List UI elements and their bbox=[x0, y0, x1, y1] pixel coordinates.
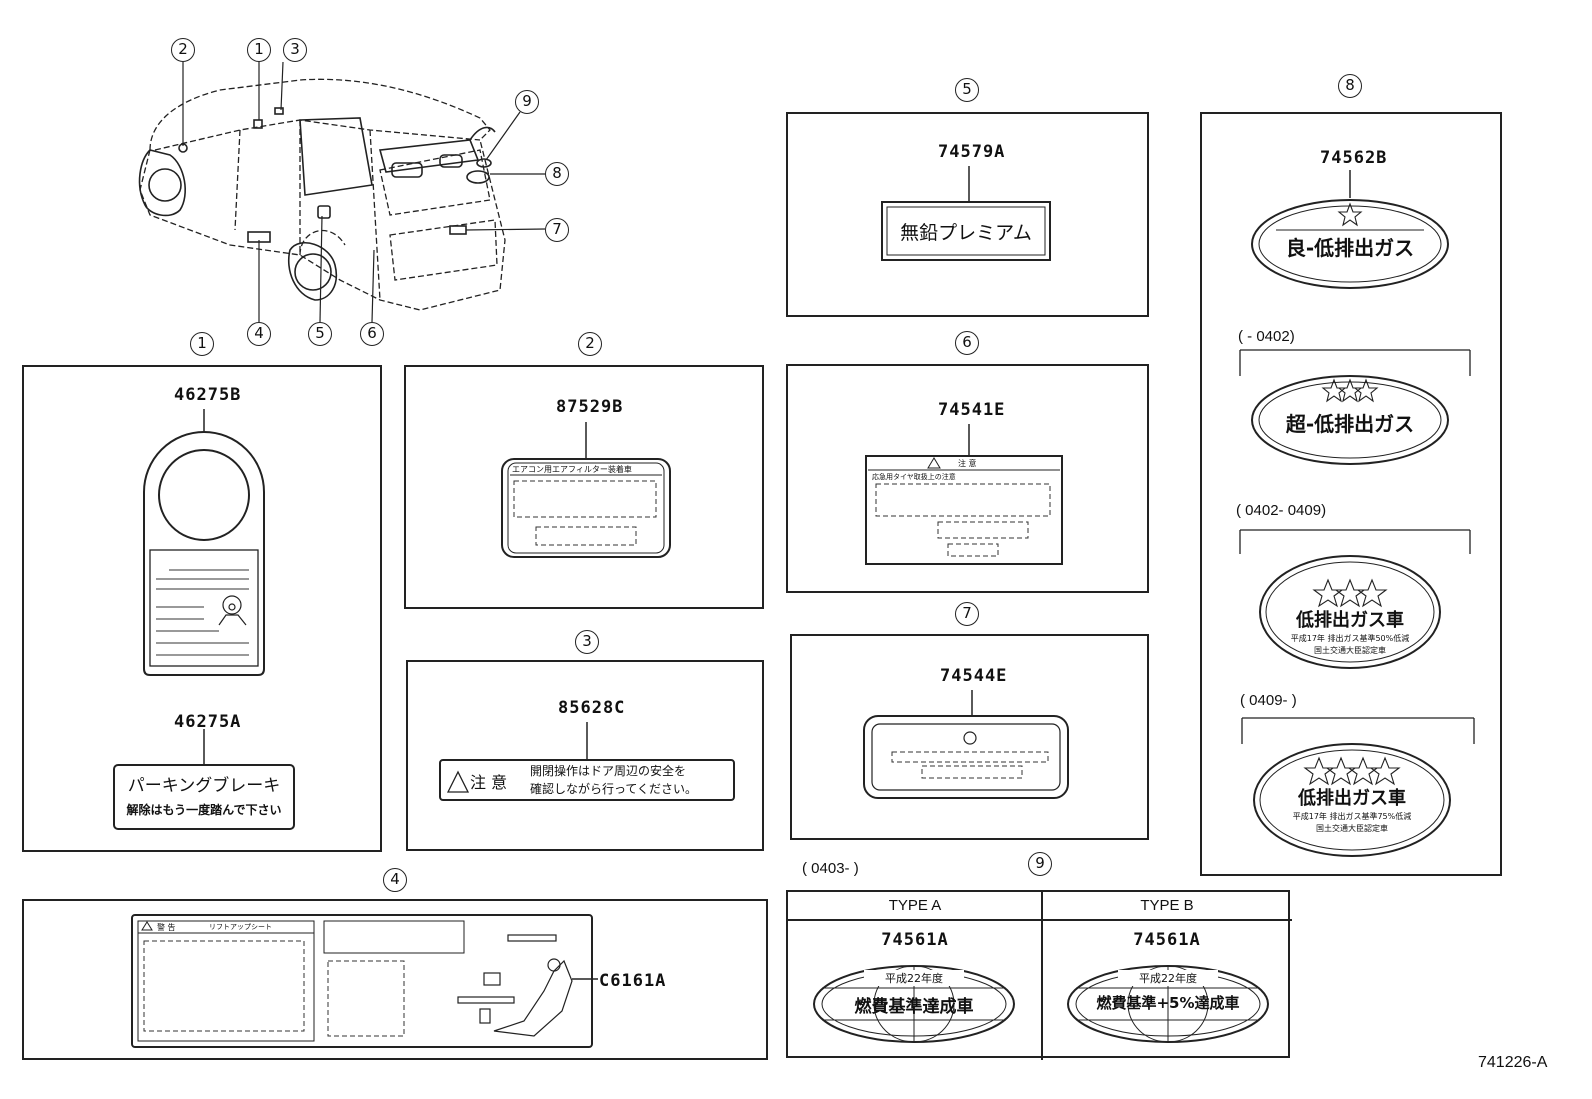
panel-7: 74544E bbox=[790, 634, 1149, 840]
part-number-74562b: 74562B bbox=[1320, 148, 1388, 168]
warning-text: 警 告 bbox=[157, 923, 176, 932]
part-number-74561a-b: 74561A bbox=[1133, 930, 1201, 950]
part-number-87529b: 87529B bbox=[556, 397, 624, 417]
door-caution-line-2: 確認しながら行ってください。 bbox=[530, 782, 698, 796]
callout-8-car: 8 bbox=[545, 162, 569, 186]
fy22-text-a: 平成22年度 bbox=[864, 970, 964, 986]
emission-50-line-2: 国土交通大臣認定車 bbox=[1314, 646, 1386, 655]
vehicle-sketch bbox=[138, 61, 546, 323]
door-caution-line-1: 開閉操作はドア周辺の安全を bbox=[530, 764, 687, 778]
callout-4-panel: 4 bbox=[383, 868, 407, 892]
panel-4: 警 告 リフトアップシート C6161A bbox=[22, 899, 768, 1060]
emission-75-line-1: 平成17年 排出ガス基準75%低減 bbox=[1292, 812, 1412, 821]
part-number-74579a: 74579A bbox=[938, 142, 1006, 162]
panel-6: 74541E 注 意 応急用タイヤ取扱上の注意 bbox=[786, 364, 1149, 593]
fuel-standard-badge-a: 燃費基準達成車 bbox=[854, 997, 974, 1017]
callout-5-car: 5 bbox=[308, 322, 332, 346]
parking-brake-text-1: パーキングブレーキ bbox=[127, 776, 281, 796]
callout-3-car: 3 bbox=[283, 38, 307, 62]
callout-2-panel: 2 bbox=[578, 332, 602, 356]
callout-7-car: 7 bbox=[545, 218, 569, 242]
callout-5-panel: 5 bbox=[955, 78, 979, 102]
type-b-header: TYPE B bbox=[1140, 897, 1194, 914]
emission-75-line-2: 国土交通大臣認定車 bbox=[1316, 824, 1388, 833]
emission-50-line-1: 平成17年 排出ガス基準50%低減 bbox=[1290, 634, 1410, 643]
low-emission-75-badge: 低排出ガス車 bbox=[1298, 788, 1406, 809]
callout-4-car: 4 bbox=[247, 322, 271, 346]
diagram-reference-number: 741226-A bbox=[1478, 1054, 1548, 1071]
fuel-standard-badge-b: 燃費基準+5%達成車 bbox=[1096, 994, 1240, 1012]
liftup-seat-text: リフトアップシート bbox=[209, 923, 272, 931]
part-number-85628c: 85628C bbox=[558, 698, 626, 718]
part-number-74561a-a: 74561A bbox=[881, 930, 949, 950]
panel-9: TYPE A TYPE B 74561A 74561A 平成22年度 燃費基準達… bbox=[786, 890, 1292, 1060]
type-a-header: TYPE A bbox=[888, 897, 942, 914]
caution-text: 注 意 bbox=[470, 773, 508, 792]
callout-6-panel: 6 bbox=[955, 331, 979, 355]
panel-2: 87529B エアコン用エアフィルター装着車 bbox=[404, 365, 764, 609]
caution-title: 注 意 bbox=[958, 459, 977, 468]
callout-9-panel: 9 bbox=[1028, 852, 1052, 876]
ultra-low-emission-badge: 超-低排出ガス bbox=[1285, 412, 1415, 436]
fy22-text-b: 平成22年度 bbox=[1118, 970, 1218, 986]
filter-label-title: エアコン用エアフィルター装着車 bbox=[512, 465, 632, 474]
part-number-46275a: 46275A bbox=[174, 712, 242, 732]
date-range-4: ( 0409- ) bbox=[1240, 692, 1297, 709]
callout-1-panel: 1 bbox=[190, 332, 214, 356]
good-low-emission-badge: 良-低排出ガス bbox=[1285, 236, 1415, 260]
part-number-46275b: 46275B bbox=[174, 385, 242, 405]
date-range-9: ( 0403- ) bbox=[802, 860, 859, 877]
panel-3: 85628C 注 意 開閉操作はドア周辺の安全を 確認しながら行ってください。 bbox=[406, 660, 764, 851]
callout-3-panel: 3 bbox=[575, 630, 599, 654]
panel-1: 46275B 46275A パーキングブレーキ 解除はもう一度踏んで下さい bbox=[22, 365, 382, 852]
callout-1-car: 1 bbox=[247, 38, 271, 62]
spare-tire-caution: 応急用タイヤ取扱上の注意 bbox=[872, 473, 956, 481]
panel-5: 74579A 無鉛プレミアム bbox=[786, 112, 1149, 317]
panel-8: 74562B bbox=[1200, 112, 1502, 876]
part-number-74541e: 74541E bbox=[938, 400, 1006, 420]
part-number-c6161a: C6161A bbox=[599, 971, 667, 991]
callout-7-panel: 7 bbox=[955, 602, 979, 626]
date-range-3: ( 0402- 0409) bbox=[1236, 502, 1327, 519]
callout-9-car: 9 bbox=[515, 90, 539, 114]
unleaded-premium-text: 無鉛プレミアム bbox=[900, 222, 1032, 244]
callout-2-car: 2 bbox=[171, 38, 195, 62]
low-emission-50-badge: 低排出ガス車 bbox=[1296, 610, 1404, 631]
part-number-74544e: 74544E bbox=[940, 666, 1008, 686]
callout-8-panel: 8 bbox=[1338, 74, 1362, 98]
parking-brake-text-2: 解除はもう一度踏んで下さい bbox=[126, 803, 282, 817]
date-range-2: ( - 0402) bbox=[1238, 328, 1295, 345]
callout-6-car: 6 bbox=[360, 322, 384, 346]
